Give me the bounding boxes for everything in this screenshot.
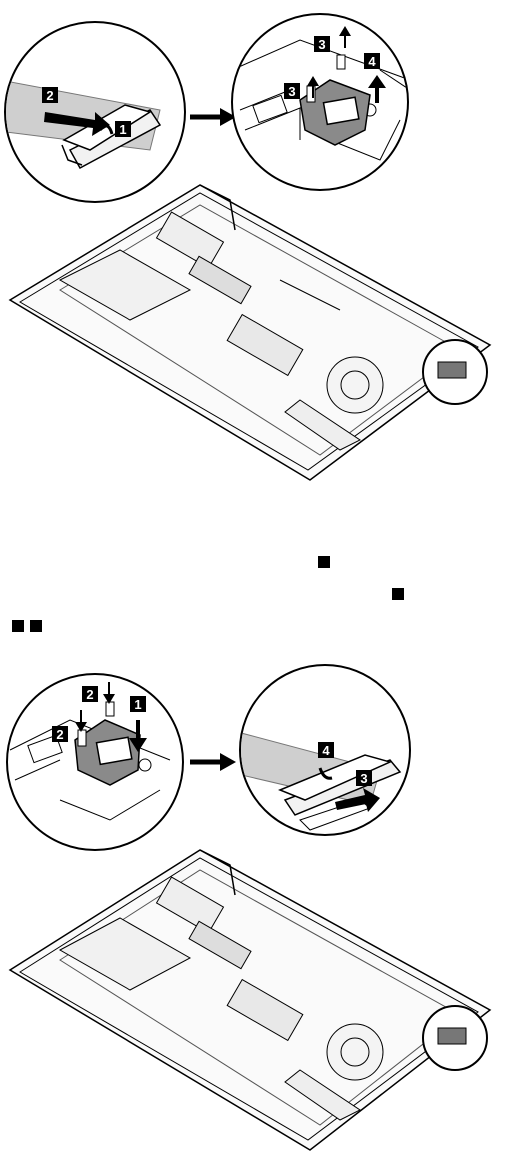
callout-badge: 4: [364, 53, 380, 69]
laptop-base-drawing: [10, 185, 490, 480]
callout-badge: 1: [130, 696, 146, 712]
detail-circle-left: [0, 22, 185, 202]
callout-label: 4: [368, 54, 376, 69]
next-step-arrow: [190, 753, 236, 771]
removal-illustration: 2 1 3: [0, 0, 512, 500]
callout-label: 3: [318, 37, 325, 52]
callout-label: 3: [360, 771, 367, 786]
installation-illustration-svg: 2 2 1 4 3: [0, 660, 512, 1166]
detail-circle-right: [220, 665, 410, 835]
text-marker-row: [0, 620, 512, 640]
callout-label: 4: [322, 743, 330, 758]
callout-label: 3: [288, 84, 295, 99]
callout-marker: [30, 620, 42, 632]
next-step-arrow: [190, 108, 236, 126]
callout-label: 1: [119, 122, 126, 137]
laptop-base-drawing: [10, 850, 490, 1150]
callout-marker: [12, 620, 24, 632]
callout-badge: 2: [42, 87, 58, 103]
callout-badge: 2: [52, 726, 68, 742]
installation-illustration: 2 2 1 4 3: [0, 660, 512, 1166]
callout-badge: 3: [356, 770, 372, 786]
callout-label: 2: [56, 727, 63, 742]
callout-marker: [318, 556, 330, 568]
callout-label: 2: [46, 88, 53, 103]
callout-badge: 2: [82, 686, 98, 702]
callout-marker: [392, 588, 404, 600]
callout-label: 2: [86, 687, 93, 702]
callout-badge: 3: [314, 36, 330, 52]
callout-label: 1: [134, 697, 141, 712]
text-marker-row: [0, 556, 512, 576]
callout-badge: 4: [318, 742, 334, 758]
text-marker-row: [0, 588, 512, 608]
callout-badge: 3: [284, 83, 300, 99]
removal-illustration-svg: 2 1 3: [0, 0, 512, 500]
callout-badge: 1: [115, 121, 131, 137]
